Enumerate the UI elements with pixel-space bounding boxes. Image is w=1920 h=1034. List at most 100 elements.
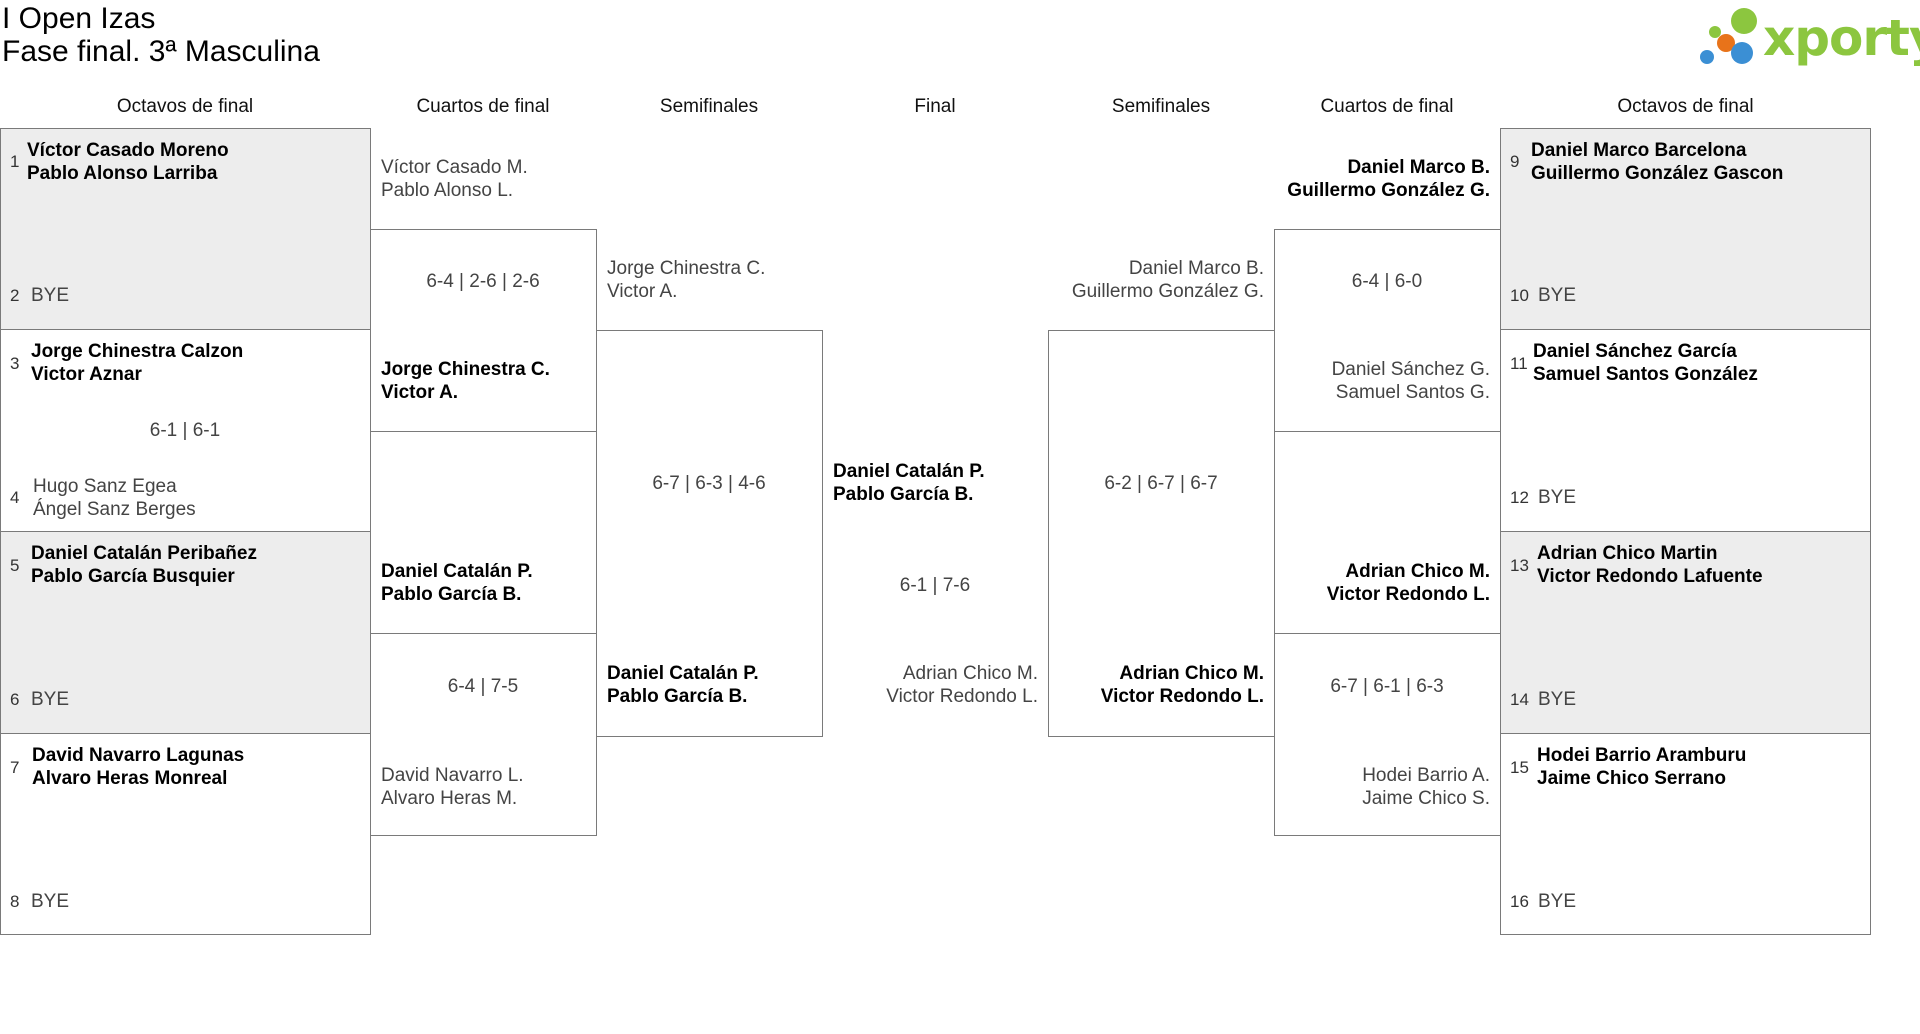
team-player: David Navarro Lagunas [32, 745, 245, 766]
team-player: Hodei Barrio A. [1362, 765, 1490, 786]
seed-number: 1 [10, 152, 20, 171]
team-player: Victor Redondo Lafuente [1537, 566, 1763, 587]
seed-number: 12 [1510, 488, 1529, 507]
seed-number: 6 [10, 690, 20, 709]
team-player: Jaime Chico S. [1362, 788, 1490, 809]
team-player: Daniel Catalán Peribañez [31, 543, 257, 564]
team-player: Adrian Chico M. [902, 663, 1038, 684]
tournament-name: I Open Izas [2, 2, 156, 35]
seed-number: 10 [1510, 286, 1529, 305]
seed-number: 3 [10, 354, 20, 373]
header-qf-left: Cuartos de final [416, 96, 550, 117]
team-player: Pablo Alonso L. [381, 180, 514, 201]
bye-label: BYE [1538, 487, 1577, 508]
match-score: 6-2 | 6-7 | 6-7 [1104, 473, 1218, 494]
team-player: Pablo García B. [381, 584, 522, 605]
bye-label: BYE [31, 285, 70, 306]
page-title: I Open Izas Fase final. 3ª Masculina [2, 2, 320, 68]
team-player: Pablo Alonso Larriba [27, 163, 218, 184]
match-score: 6-4 | 7-5 [447, 676, 519, 697]
team-player: Pablo García B. [833, 484, 974, 505]
seed-number: 15 [1510, 758, 1529, 777]
match-score: 6-1 | 6-1 [149, 420, 221, 441]
r16-match-box [0, 531, 371, 734]
team-player: Daniel Catalán P. [607, 663, 759, 684]
team-player: Jaime Chico Serrano [1537, 768, 1727, 789]
match-score: 6-7 | 6-3 | 4-6 [652, 473, 766, 494]
team-player: Alvaro Heras M. [381, 788, 518, 809]
header-qf-right: Cuartos de final [1320, 96, 1454, 117]
team-player: Daniel Sánchez García [1533, 341, 1737, 362]
team-player: Victor Redondo L. [1326, 584, 1490, 605]
bye-label: BYE [1538, 285, 1577, 306]
team-player: Victor A. [381, 382, 459, 403]
team-player: Adrian Chico Martin [1537, 543, 1718, 564]
team-player: Daniel Sánchez G. [1331, 359, 1490, 380]
team-player: Samuel Santos G. [1335, 382, 1490, 403]
team-player: Victor A. [607, 281, 678, 302]
header-sf-left: Semifinales [659, 96, 759, 117]
seed-number: 7 [10, 758, 20, 777]
team-player: Víctor Casado M. [381, 157, 528, 178]
logo-dot-icon [1731, 8, 1757, 34]
seed-number: 8 [10, 892, 20, 911]
match-score: 6-1 | 7-6 [899, 575, 971, 596]
team-player: Daniel Marco B. [1128, 258, 1264, 279]
r16-match-box [1500, 733, 1871, 935]
team-player: Victor Aznar [31, 364, 142, 385]
team-player: Jorge Chinestra C. [607, 258, 766, 279]
logo-dot-icon [1709, 26, 1721, 38]
seed-number: 13 [1510, 556, 1529, 575]
seed-number: 4 [10, 488, 20, 507]
header-final: Final [914, 96, 956, 117]
team-player: Guillermo González G. [1071, 281, 1264, 302]
team-player: Daniel Marco B. [1347, 157, 1490, 178]
logo-text: xporty [1763, 9, 1920, 67]
team-player: Jorge Chinestra Calzon [31, 341, 244, 362]
team-player: Víctor Casado Moreno [27, 140, 229, 161]
seed-number: 14 [1510, 690, 1529, 709]
r16-match-box [1500, 531, 1871, 734]
header-sf-right: Semifinales [1111, 96, 1211, 117]
team-player: Guillermo González G. [1287, 180, 1490, 201]
r16-match-box [1500, 128, 1871, 330]
logo-dot-icon [1731, 42, 1753, 64]
sf-match-box [596, 330, 823, 737]
team-player: Ángel Sanz Berges [33, 499, 196, 520]
team-player: Daniel Catalán P. [833, 461, 985, 482]
seed-number: 16 [1510, 892, 1529, 911]
team-player: Victor Redondo L. [886, 686, 1038, 707]
team-player: Samuel Santos González [1533, 364, 1758, 385]
bye-label: BYE [1538, 891, 1577, 912]
team-player: Adrian Chico M. [1119, 663, 1264, 684]
team-player: Victor Redondo L. [1100, 686, 1264, 707]
seed-number: 9 [1510, 152, 1520, 171]
bye-label: BYE [31, 689, 70, 710]
team-player: Pablo García Busquier [31, 566, 235, 587]
team-player: Hugo Sanz Egea [33, 476, 177, 497]
phase-name: Fase final. 3ª Masculina [2, 35, 320, 68]
logo-dot-icon [1700, 50, 1714, 64]
team-player: Alvaro Heras Monreal [32, 768, 228, 789]
match-score: 6-4 | 6-0 [1351, 271, 1423, 292]
match-score: 6-4 | 2-6 | 2-6 [426, 271, 540, 292]
r16-match-box [0, 128, 371, 330]
logo-dot-icon [1717, 34, 1735, 52]
team-player: Pablo García B. [607, 686, 748, 707]
seed-number: 2 [10, 286, 20, 305]
team-player: Adrian Chico M. [1345, 561, 1490, 582]
team-player: Guillermo González Gascon [1531, 163, 1784, 184]
bye-label: BYE [31, 891, 70, 912]
header-r16-right: Octavos de final [1617, 96, 1754, 117]
sf-match-box [1048, 330, 1275, 737]
team-player: Daniel Catalán P. [381, 561, 533, 582]
team-player: Daniel Marco Barcelona [1531, 140, 1747, 161]
team-player: David Navarro L. [381, 765, 524, 786]
team-player: Hodei Barrio Aramburu [1537, 745, 1747, 766]
xporty-logo[interactable]: xporty [1695, 4, 1920, 74]
bye-label: BYE [1538, 689, 1577, 710]
seed-number: 11 [1510, 354, 1528, 373]
seed-number: 5 [10, 556, 20, 575]
match-score: 6-7 | 6-1 | 6-3 [1330, 676, 1444, 697]
team-player: Jorge Chinestra C. [381, 359, 550, 380]
